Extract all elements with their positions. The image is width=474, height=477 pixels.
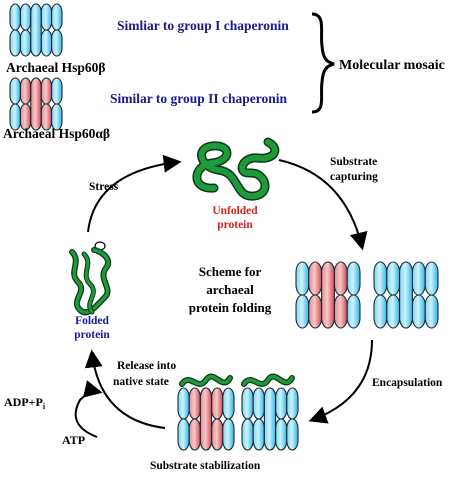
beta-subunit <box>411 294 426 329</box>
beta-subunit <box>346 294 361 329</box>
unfolded-label-line1: Unfolded <box>212 205 258 217</box>
beta-subunit <box>222 418 235 451</box>
capturing-label-line1: Substrate <box>330 156 377 168</box>
group-one-similarity-text: Simliar to group I chaperonin <box>117 18 289 33</box>
beta-subunit <box>373 261 388 296</box>
alpha-subunit <box>308 261 323 296</box>
hsp60-beta-stabilization-icon <box>241 387 299 451</box>
beta-subunit <box>40 29 53 57</box>
capturing-label-line2: capturing <box>330 171 378 183</box>
arrow-release <box>84 349 166 429</box>
hsp60-beta-complex-icon <box>9 3 63 57</box>
beta-subunit <box>9 3 21 31</box>
beta-subunit <box>295 261 310 296</box>
unfolded-protein-icon <box>192 137 280 201</box>
beta-subunit <box>411 261 426 296</box>
curly-brace <box>311 12 335 114</box>
alpha-subunit <box>19 77 32 105</box>
beta-subunit <box>51 77 63 105</box>
stabilization-label: Substrate stabilization <box>150 460 261 472</box>
beta-subunit <box>177 418 190 451</box>
alpha-subunit <box>40 77 53 105</box>
unfolded-label-line2: protein <box>217 219 253 231</box>
beta-subunit <box>373 294 388 329</box>
beta-subunit <box>40 3 53 31</box>
hsp60-alphabeta-complex-icon <box>9 77 63 131</box>
beta-subunit <box>252 418 265 451</box>
beta-subunit <box>275 387 288 420</box>
release-label-line2: native state <box>113 376 169 388</box>
beta-subunit <box>177 387 190 420</box>
adp-pi-label: ADP+Pi <box>4 395 46 411</box>
scheme-title-line2: archaeal <box>206 282 254 297</box>
alpha-subunit <box>321 261 335 329</box>
beta-subunit <box>286 418 299 451</box>
beta-subunit <box>424 261 439 296</box>
beta-subunit <box>51 29 63 57</box>
alpha-subunit <box>308 294 323 329</box>
beta-subunit <box>9 29 21 57</box>
atp-label: ATP <box>62 433 85 447</box>
alpha-subunit <box>211 387 224 420</box>
legend-section: Archaeal Hsp60β Archaeal Hsp60αβ Simliar… <box>3 3 445 141</box>
arrow-capturing <box>278 159 368 251</box>
alpha-subunit <box>188 418 201 451</box>
alpha-subunit <box>333 261 348 296</box>
folded-label-line1: Folded <box>75 315 109 327</box>
hsp60-beta-encapsulation-icon <box>373 261 439 329</box>
folded-label-line2: protein <box>74 329 110 341</box>
beta-subunit <box>241 387 254 420</box>
alpha-subunit <box>188 387 201 420</box>
folded-protein-icon <box>69 241 112 316</box>
archaeal-hsp60-beta-label: Archaeal Hsp60β <box>6 60 106 75</box>
encapsulation-label: Encapsulation <box>372 377 443 389</box>
beta-subunit <box>51 3 63 31</box>
beta-subunit <box>386 261 401 296</box>
beta-subunit <box>252 387 265 420</box>
beta-subunit <box>241 418 254 451</box>
alpha-subunit <box>211 418 224 451</box>
beta-subunit <box>399 261 413 329</box>
alpha-subunit <box>199 387 213 451</box>
release-label-line1: Release into <box>117 360 176 372</box>
alpha-subunit <box>30 77 42 131</box>
alpha-subunit <box>333 294 348 329</box>
folding-cycle-arrows <box>74 154 373 438</box>
beta-subunit <box>222 387 235 420</box>
beta-subunit <box>263 387 277 451</box>
scheme-title-line3: protein folding <box>189 300 272 315</box>
beta-subunit <box>19 3 32 31</box>
hsp60-alphabeta-stabilization-icon <box>177 387 235 451</box>
archaeal-hsp60-alphabeta-label: Archaeal Hsp60αβ <box>3 126 110 141</box>
beta-subunit <box>295 294 310 329</box>
beta-subunit <box>275 418 288 451</box>
arrow-stress <box>87 154 182 233</box>
beta-subunit <box>9 77 21 105</box>
molecular-mosaic-label: Molecular mosaic <box>339 58 445 73</box>
beta-subunit <box>346 261 361 296</box>
stress-label: Stress <box>89 181 119 193</box>
scheme-title-line1: Scheme for <box>199 264 262 279</box>
bound-substrate-icon <box>179 373 295 387</box>
beta-subunit <box>386 294 401 329</box>
beta-subunit <box>30 3 42 57</box>
hsp60-alphabeta-encapsulation-icon <box>295 261 361 329</box>
group-two-similarity-text: Similar to group II chaperonin <box>110 91 288 106</box>
beta-subunit <box>424 294 439 329</box>
arrow-encapsulation <box>308 339 373 424</box>
arrow-atp-adp <box>74 380 103 438</box>
beta-subunit <box>19 29 32 57</box>
beta-subunit <box>286 387 299 420</box>
